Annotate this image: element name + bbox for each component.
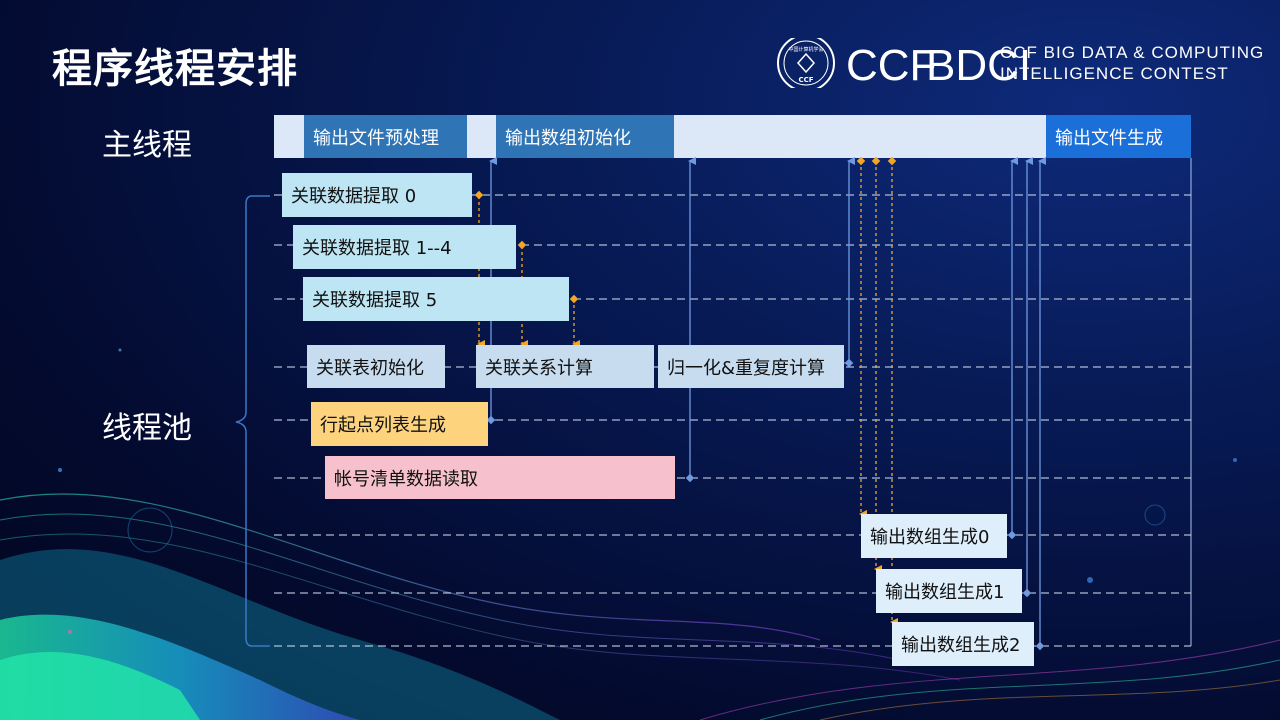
task-extract-5: 关联数据提取 5 [303, 277, 569, 321]
task-relation-table-init: 关联表初始化 [307, 345, 445, 388]
task-output-array-gen-2: 输出数组生成2 [892, 622, 1034, 666]
ccf-bdci-logo: 中国计算机学会 CCF CCF BDCI [777, 38, 1031, 88]
task-normalize-dup-calc: 归一化&重复度计算 [658, 345, 844, 388]
task-output-file-preprocess: 输出文件预处理 [304, 115, 467, 158]
task-extract-1-4: 关联数据提取 1--4 [293, 225, 516, 269]
page-title: 程序线程安排 [52, 46, 298, 92]
task-output-file-generate: 输出文件生成 [1046, 115, 1191, 158]
logo-bdci: BDCI [926, 41, 1031, 88]
task-row-start-list: 行起点列表生成 [311, 402, 488, 446]
seal-text: 中国计算机学会 [788, 46, 823, 53]
seal-ccf-text: CCF [798, 76, 813, 84]
logo-caption: CCF BIG DATA & COMPUTING INTELLIGENCE CO… [1000, 42, 1264, 84]
task-output-array-gen-0: 输出数组生成0 [861, 514, 1007, 558]
task-account-list-read: 帐号清单数据读取 [325, 456, 675, 499]
logo-line1: CCF BIG DATA & COMPUTING [1000, 43, 1265, 62]
logo-ccf: CCF [846, 41, 936, 88]
logo-line2: INTELLIGENCE CONTEST [1000, 64, 1229, 83]
task-output-array-gen-1: 输出数组生成1 [876, 569, 1022, 613]
task-output-array-init: 输出数组初始化 [496, 115, 674, 158]
main-thread-label: 主线程 [102, 128, 192, 163]
thread-pool-label: 线程池 [102, 411, 192, 446]
task-extract-0: 关联数据提取 0 [282, 173, 472, 217]
task-relation-calc: 关联关系计算 [476, 345, 654, 388]
